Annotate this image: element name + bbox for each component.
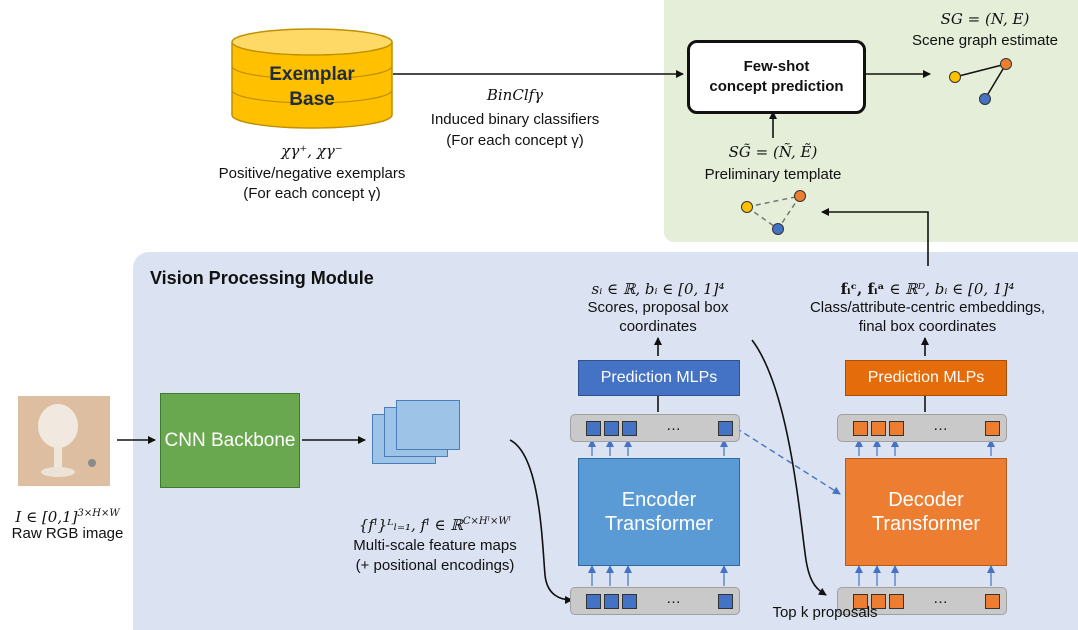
token <box>889 421 904 436</box>
template-math: SG̃ = (Ñ, Ẽ) <box>728 143 818 161</box>
decoder-token-connectors <box>855 439 995 586</box>
token <box>985 594 1000 609</box>
decoder-input-tokens: … <box>837 587 1007 615</box>
raw-rgb-image <box>18 396 110 486</box>
exemplar-base-line1: Exemplar <box>269 64 355 85</box>
token <box>622 594 637 609</box>
scene-graph-estimate-icon <box>949 58 1012 105</box>
preliminary-template-icon <box>741 190 806 235</box>
arrow-encoder-to-decoder <box>735 427 841 495</box>
exemplar-base-label: Exemplar Base <box>232 62 392 112</box>
exemplars-desc-2: (For each concept γ) <box>243 185 381 202</box>
decoder-transformer-block: Decoder Transformer <box>845 458 1007 566</box>
token <box>853 594 868 609</box>
token <box>871 594 886 609</box>
encoder-transformer-block: Encoder Transformer <box>578 458 740 566</box>
few-shot-line1: Few-shot <box>743 58 810 75</box>
token-ellipsis: … <box>933 590 948 607</box>
token <box>604 594 619 609</box>
arrow-features-to-encoder <box>509 439 573 604</box>
arrow-scores-to-topk <box>751 339 827 596</box>
scene-graph-math: SG = (N, E) <box>940 10 1030 28</box>
feature-maps-label-2: (+ positional encodings) <box>355 557 515 574</box>
encoder-output-math: sᵢ ∈ ℝ, bᵢ ∈ [0, 1]⁴ <box>591 280 725 298</box>
decoder-output-math: fᵢᶜ, fᵢᵃ ∈ ℝᴰ, bᵢ ∈ [0, 1]⁴ <box>840 280 1015 298</box>
exemplar-base-cylinder <box>231 28 393 129</box>
token <box>622 421 637 436</box>
token <box>871 421 886 436</box>
encoder-output-label-2: coordinates <box>619 318 697 335</box>
token-ellipsis: … <box>933 417 948 434</box>
feature-map-3 <box>396 400 460 450</box>
top-k-label: Top k proposals <box>772 604 878 621</box>
decoder-output-tokens: … <box>837 414 1007 442</box>
scene-graph-label: Scene graph estimate <box>912 32 1058 49</box>
cnn-backbone-block: CNN Backbone <box>160 393 300 488</box>
decoder-line2: Transformer <box>871 513 981 535</box>
token <box>853 421 868 436</box>
classifiers-desc-2: (For each concept γ) <box>446 132 584 149</box>
exemplars-math: χγ⁺, χγ⁻ <box>281 142 343 160</box>
input-math: I ∈ [0,1]3×H×W <box>15 508 120 526</box>
token <box>718 594 733 609</box>
decoder-output-label-2: final box coordinates <box>858 318 997 335</box>
decoder-prediction-mlps: Prediction MLPs <box>845 360 1007 396</box>
token <box>985 421 1000 436</box>
token <box>718 421 733 436</box>
feature-maps-math: {fˡ}ᴸₗ₌₁, fˡ ∈ ℝC×Hˡ×Wˡ <box>358 516 512 534</box>
classifiers-math: BinClfγ <box>486 86 544 104</box>
token-ellipsis: … <box>666 417 681 434</box>
token <box>586 594 601 609</box>
template-label: Preliminary template <box>704 166 842 183</box>
encoder-line1: Encoder <box>621 489 697 511</box>
exemplar-base-line2: Base <box>289 89 335 110</box>
token <box>586 421 601 436</box>
feature-maps-label-1: Multi-scale feature maps <box>353 537 517 554</box>
encoder-output-tokens: … <box>570 414 740 442</box>
vision-module-title: Vision Processing Module <box>150 268 374 288</box>
encoder-prediction-mlps: Prediction MLPs <box>578 360 740 396</box>
decoder-line1: Decoder <box>888 489 964 511</box>
few-shot-line2: concept prediction <box>709 78 844 95</box>
input-label: Raw RGB image <box>11 525 124 542</box>
encoder-output-label-1: Scores, proposal box <box>587 299 729 316</box>
token <box>604 421 619 436</box>
decoder-output-label-1: Class/attribute-centric embeddings, <box>809 299 1046 316</box>
token-ellipsis: … <box>666 590 681 607</box>
arrow-embeddings-to-template <box>821 208 929 266</box>
token <box>889 594 904 609</box>
few-shot-concept-prediction-box: Few-shot concept prediction <box>687 40 866 114</box>
classifiers-desc-1: Induced binary classifiers <box>430 111 600 128</box>
encoder-token-connectors <box>588 439 728 586</box>
encoder-input-tokens: … <box>570 587 740 615</box>
encoder-line2: Transformer <box>604 513 714 535</box>
exemplars-desc-1: Positive/negative exemplars <box>218 165 406 182</box>
